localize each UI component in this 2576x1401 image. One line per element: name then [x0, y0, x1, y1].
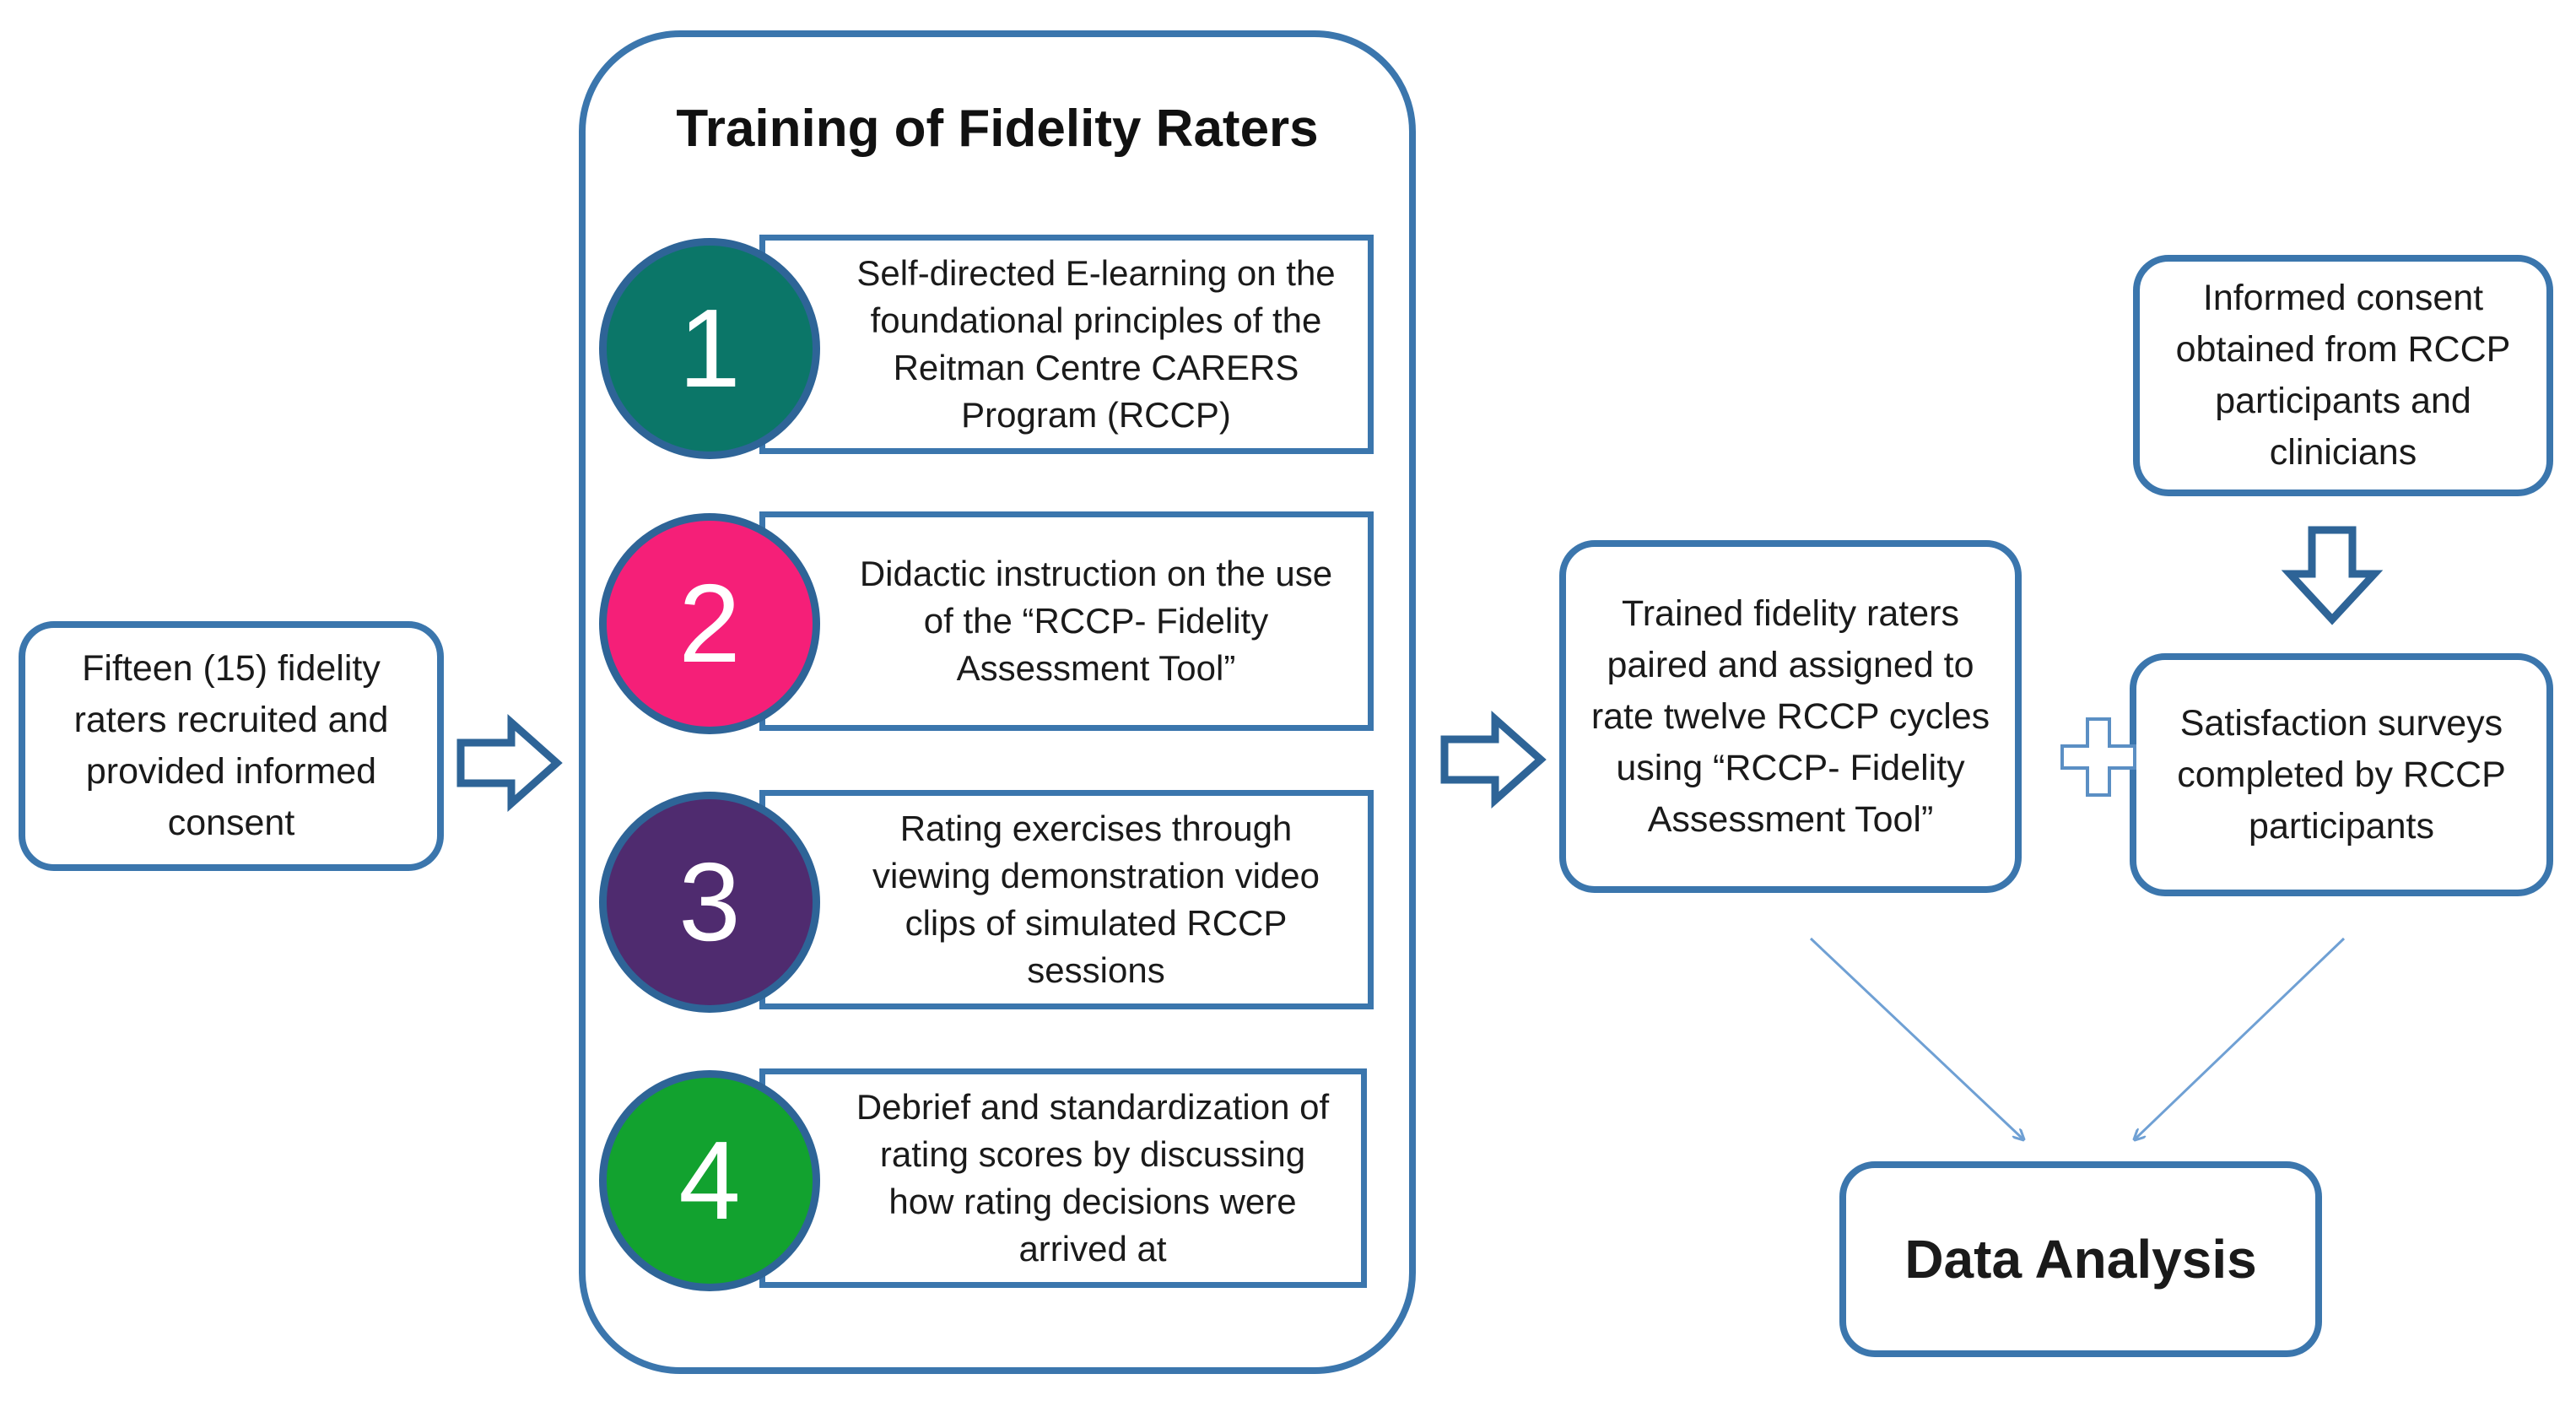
step-2-number: 2 [678, 561, 741, 685]
training-title: Training of Fidelity Raters [676, 100, 1319, 158]
consent-box: Informed consent obtained from RCCP part… [2133, 255, 2553, 496]
assigned-text: Trained fidelity raters paired and assig… [1590, 592, 1990, 840]
step-3-text: Rating exercises through viewing demonst… [872, 809, 1320, 990]
step-4-circle: 4 [599, 1070, 820, 1291]
data-analysis-text: Data Analysis [1904, 1228, 2257, 1290]
arrow-right-icon-2 [1440, 710, 1547, 809]
data-analysis-box: Data Analysis [1839, 1161, 2322, 1357]
step-1-text: Self-directed E-learning on the foundati… [856, 253, 1336, 435]
step-3-circle: 3 [599, 792, 820, 1013]
step-1-number: 1 [678, 286, 741, 410]
step-3-number: 3 [678, 840, 741, 964]
step-4-box: Debrief and standardization of rating sc… [759, 1068, 1367, 1288]
step-1-circle: 1 [599, 238, 820, 459]
arrow-down-icon [2281, 526, 2384, 625]
step-1-box: Self-directed E-learning on the foundati… [759, 235, 1374, 454]
step-2-circle: 2 [599, 513, 820, 734]
step-3-box: Rating exercises through viewing demonst… [759, 790, 1374, 1009]
consent-text: Informed consent obtained from RCCP part… [2175, 278, 2511, 473]
plus-icon [2060, 717, 2136, 797]
assigned-box: Trained fidelity raters paired and assig… [1559, 540, 2022, 893]
step-2-text: Didactic instruction on the use of the “… [859, 554, 1333, 688]
step-4-text: Debrief and standardization of rating sc… [856, 1087, 1330, 1268]
step-4-number: 4 [678, 1118, 741, 1242]
recruit-box: Fifteen (15) fidelity raters recruited a… [19, 621, 444, 871]
connector-assigned-to-analysis [1809, 937, 2023, 1139]
surveys-box: Satisfaction surveys completed by RCCP p… [2130, 653, 2553, 896]
surveys-text: Satisfaction surveys completed by RCCP p… [2177, 702, 2506, 847]
connector-surveys-to-analysis [2135, 937, 2346, 1139]
step-2-box: Didactic instruction on the use of the “… [759, 511, 1374, 731]
recruit-text: Fifteen (15) fidelity raters recruited a… [73, 648, 389, 843]
arrow-right-icon-1 [456, 713, 563, 813]
